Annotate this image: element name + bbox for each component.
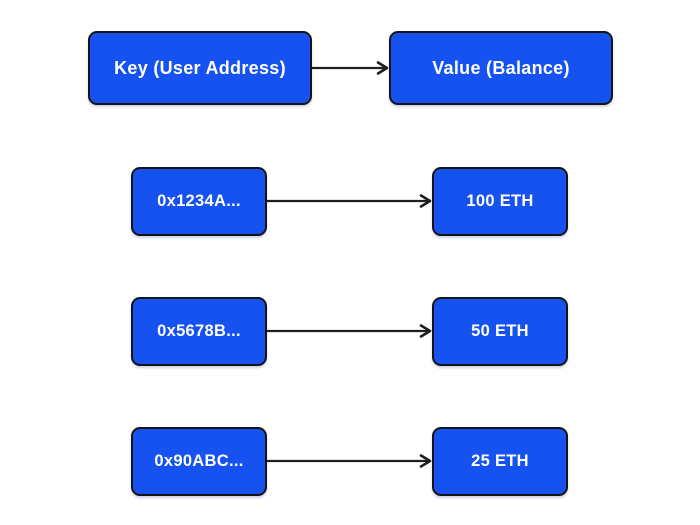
value-box: 50 ETH [432,297,568,366]
value-box: 100 ETH [432,167,568,236]
key-label: 0x1234A... [157,192,241,210]
key-box: 0x1234A... [131,167,267,236]
arrow-right-icon [312,61,389,75]
value-label: 100 ETH [466,192,534,210]
value-header-box: Value (Balance) [389,31,613,105]
value-header-label: Value (Balance) [432,57,570,78]
key-box: 0x5678B... [131,297,267,366]
key-header-box: Key (User Address) [88,31,312,105]
key-label: 0x90ABC... [154,452,244,470]
value-label: 50 ETH [471,322,529,340]
arrow-right-icon [267,324,432,338]
arrow-right-icon [267,194,432,208]
key-box: 0x90ABC... [131,427,267,496]
value-box: 25 ETH [432,427,568,496]
key-label: 0x5678B... [157,322,241,340]
value-label: 25 ETH [471,452,529,470]
arrow-right-icon [267,454,432,468]
key-header-label: Key (User Address) [114,57,286,78]
